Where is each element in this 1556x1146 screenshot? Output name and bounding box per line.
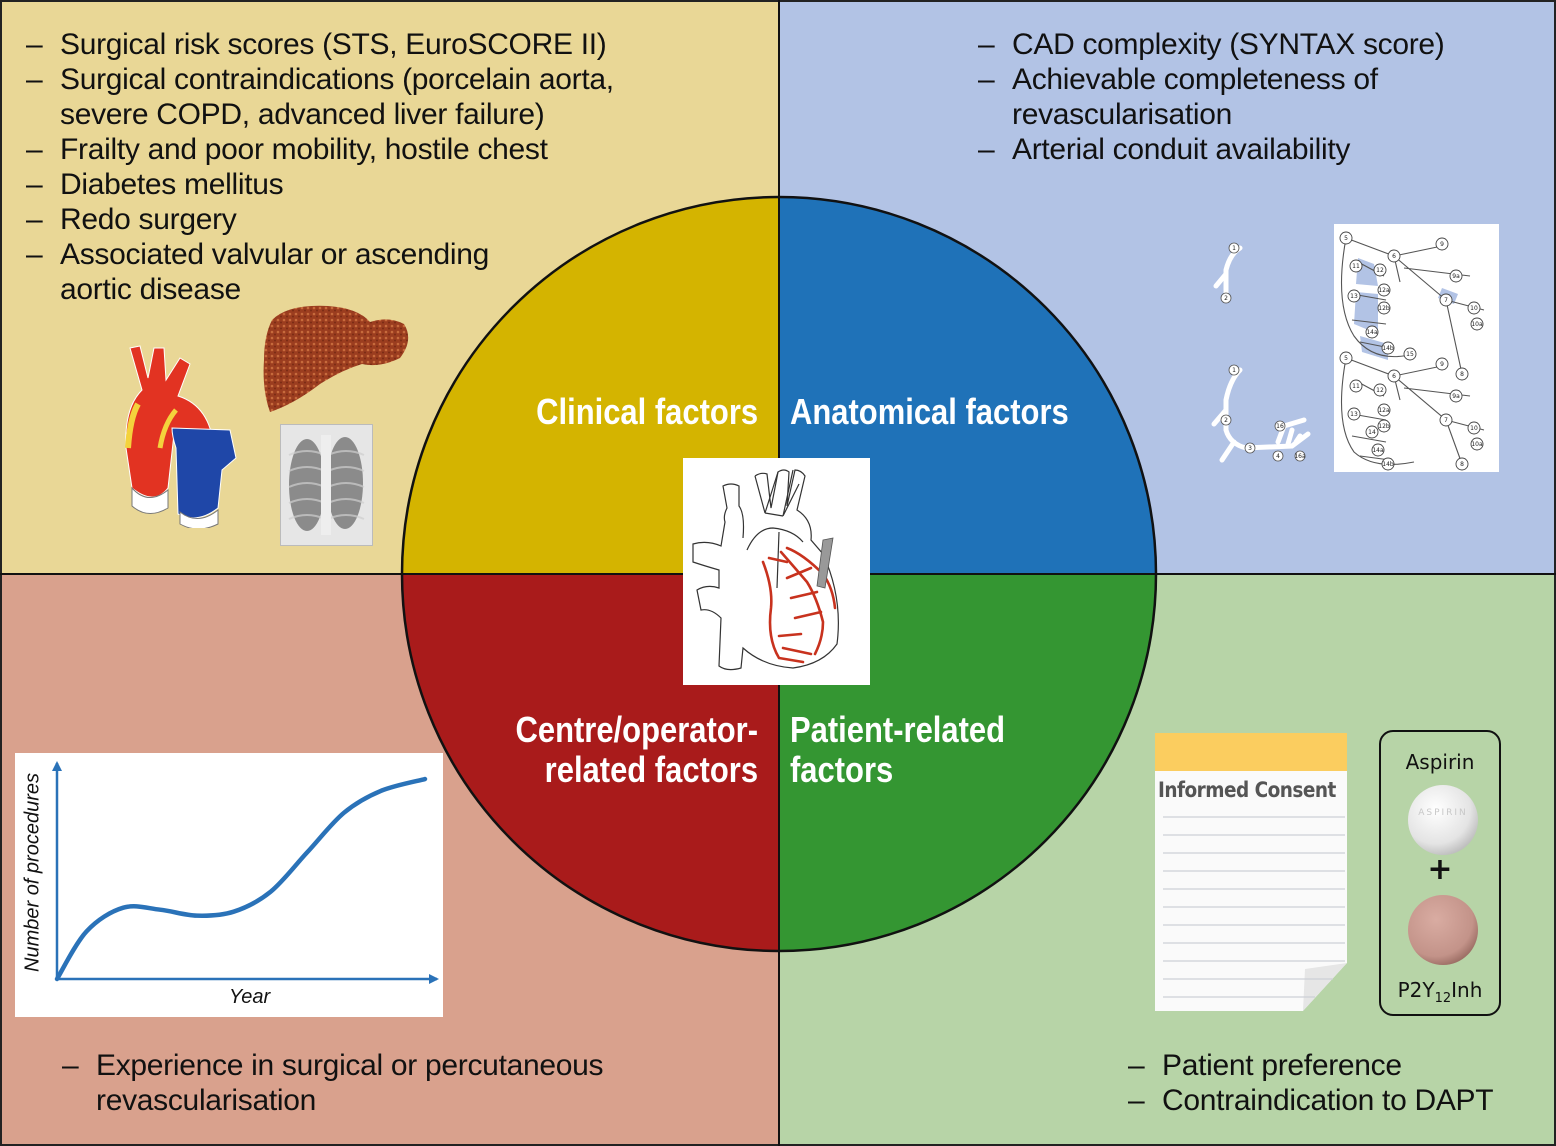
series-line-procedures <box>54 776 428 982</box>
anatomical-factors-label: Anatomical factors <box>790 391 1069 432</box>
aorta-icon <box>125 345 237 528</box>
segment-label: 12b <box>1378 305 1390 312</box>
segment-label: 14a <box>1372 447 1384 454</box>
p2y12-subscript: 12 <box>1434 991 1452 1006</box>
segment-label: 11 <box>1352 263 1360 270</box>
segment-label: 2 <box>1224 417 1228 424</box>
patient-factors-label: Patient-related factors <box>790 710 1005 790</box>
informed-consent-icon <box>1155 733 1347 1011</box>
dapt-box <box>1379 730 1501 1016</box>
segment-label: 14 <box>1368 429 1376 436</box>
segment-label: 10 <box>1470 305 1478 312</box>
segment-label: 16 <box>1276 423 1284 430</box>
segment-label: 7 <box>1444 297 1448 304</box>
y-axis-label: Number of procedures <box>21 773 44 972</box>
informed-consent-title: Informed Consent <box>1158 778 1336 802</box>
left-coronary-segments-icon: 5 6 9 9a 7 10 10a 8 11 12 12a 13 12b 14a… <box>1339 231 1485 471</box>
segment-label: 8 <box>1460 371 1464 378</box>
segment-label: 14b <box>1382 461 1394 468</box>
list-item: Surgical risk scores (STS, EuroSCORE II) <box>2 27 722 62</box>
segment-label: 6 <box>1392 253 1396 260</box>
segment-label: 12 <box>1376 387 1384 394</box>
segment-label: 9 <box>1440 241 1444 248</box>
segment-label: 2 <box>1224 295 1228 302</box>
procedures-chart: Year Number of procedures <box>15 753 443 1017</box>
syntax-segment-diagram: 5 6 9 9a 7 10 10a 8 11 12 12a 13 12b 14a… <box>1334 224 1499 472</box>
coronary-tree-diagram: 1 2 1 2 3 4 16 16a <box>1211 242 1311 463</box>
segment-label: 10a <box>1471 321 1483 328</box>
segment-label: 7 <box>1444 417 1448 424</box>
patient-label-line1: Patient-related <box>790 709 1006 750</box>
anatomical-segment <box>779 197 1156 574</box>
segment-label: 14b <box>1382 345 1394 352</box>
patient-label-line2: factors <box>790 749 894 790</box>
segment-label: 4 <box>1276 453 1280 460</box>
segment-label: 9a <box>1452 393 1460 400</box>
segment-label: 3 <box>1248 445 1252 452</box>
segment-label: 11 <box>1352 383 1360 390</box>
segment-label: 13 <box>1350 411 1358 418</box>
segment-label: 10 <box>1470 425 1478 432</box>
anatomical-factors-list: CAD complexity (SYNTAX score) Achievable… <box>960 27 1520 167</box>
list-item: Frailty and poor mobility, hostile chest <box>2 132 722 167</box>
list-item: Redo surgery <box>2 202 722 237</box>
centre-factors-label: Centre/operator- related factors <box>515 710 758 790</box>
segment-label: 10a <box>1471 441 1483 448</box>
segment-label: 14a <box>1366 329 1378 336</box>
segment-label: 8 <box>1460 461 1464 468</box>
p2y12-suffix: Inh <box>1451 978 1483 1002</box>
list-item: Surgical contraindications (porcelain ao… <box>2 62 700 132</box>
segment-label: 5 <box>1344 355 1348 362</box>
procedures-chart-svg <box>52 761 439 984</box>
list-item: Arterial conduit availability <box>960 132 1520 167</box>
list-item: CAD complexity (SYNTAX score) <box>960 27 1520 62</box>
aspirin-pill-icon: ASPIRIN <box>1408 785 1478 855</box>
list-item: Contraindication to DAPT <box>1104 1083 1544 1118</box>
heart-illustration <box>683 458 870 685</box>
list-item: Achievable completeness of revascularisa… <box>960 62 1432 132</box>
patient-factors-list: Patient preference Contraindication to D… <box>1104 1048 1544 1118</box>
pill-engraving: ASPIRIN <box>1418 808 1468 818</box>
list-item: Diabetes mellitus <box>2 167 722 202</box>
clinical-factors-label: Clinical factors <box>536 391 758 432</box>
p2y12-pill-icon <box>1408 895 1478 965</box>
chest-xray-icon <box>280 424 373 546</box>
p2y12-base: P2Y <box>1397 978 1435 1002</box>
segment-label: 12a <box>1378 287 1390 294</box>
plus-sign: + <box>1427 852 1453 887</box>
list-item: Associated valvular or ascending aortic … <box>2 237 540 307</box>
segment-label: 12b <box>1378 423 1390 430</box>
segment-label: 5 <box>1344 235 1348 242</box>
lungs-image <box>281 425 372 545</box>
segment-label: 9 <box>1440 361 1444 368</box>
segment-label: 12 <box>1376 267 1384 274</box>
patient-segment <box>779 574 1156 951</box>
liver-icon <box>263 305 409 412</box>
segment-label: 9a <box>1452 273 1460 280</box>
centre-label-line1: Centre/operator- <box>515 709 758 750</box>
centre-factors-list: Experience in surgical or percutaneous r… <box>38 1048 738 1118</box>
segment-label: 13 <box>1350 293 1358 300</box>
segment-label: 1 <box>1232 367 1236 374</box>
list-item: Experience in surgical or percutaneous r… <box>38 1048 696 1118</box>
clinical-factors-list: Surgical risk scores (STS, EuroSCORE II)… <box>2 27 722 307</box>
heart-icon <box>692 469 839 671</box>
aspirin-label: Aspirin <box>1405 750 1475 774</box>
segment-label: 6 <box>1392 373 1396 380</box>
x-axis-label: Year <box>229 986 271 1008</box>
segment-label: 12a <box>1378 407 1390 414</box>
list-item: Patient preference <box>1104 1048 1544 1083</box>
centre-label-line2: related factors <box>544 749 758 790</box>
segment-label: 16a <box>1294 453 1306 460</box>
segment-label: 15 <box>1406 351 1414 358</box>
p2y12-inhibitor-label: P2Y12Inh <box>1381 978 1499 1006</box>
segment-label: 1 <box>1232 245 1236 252</box>
